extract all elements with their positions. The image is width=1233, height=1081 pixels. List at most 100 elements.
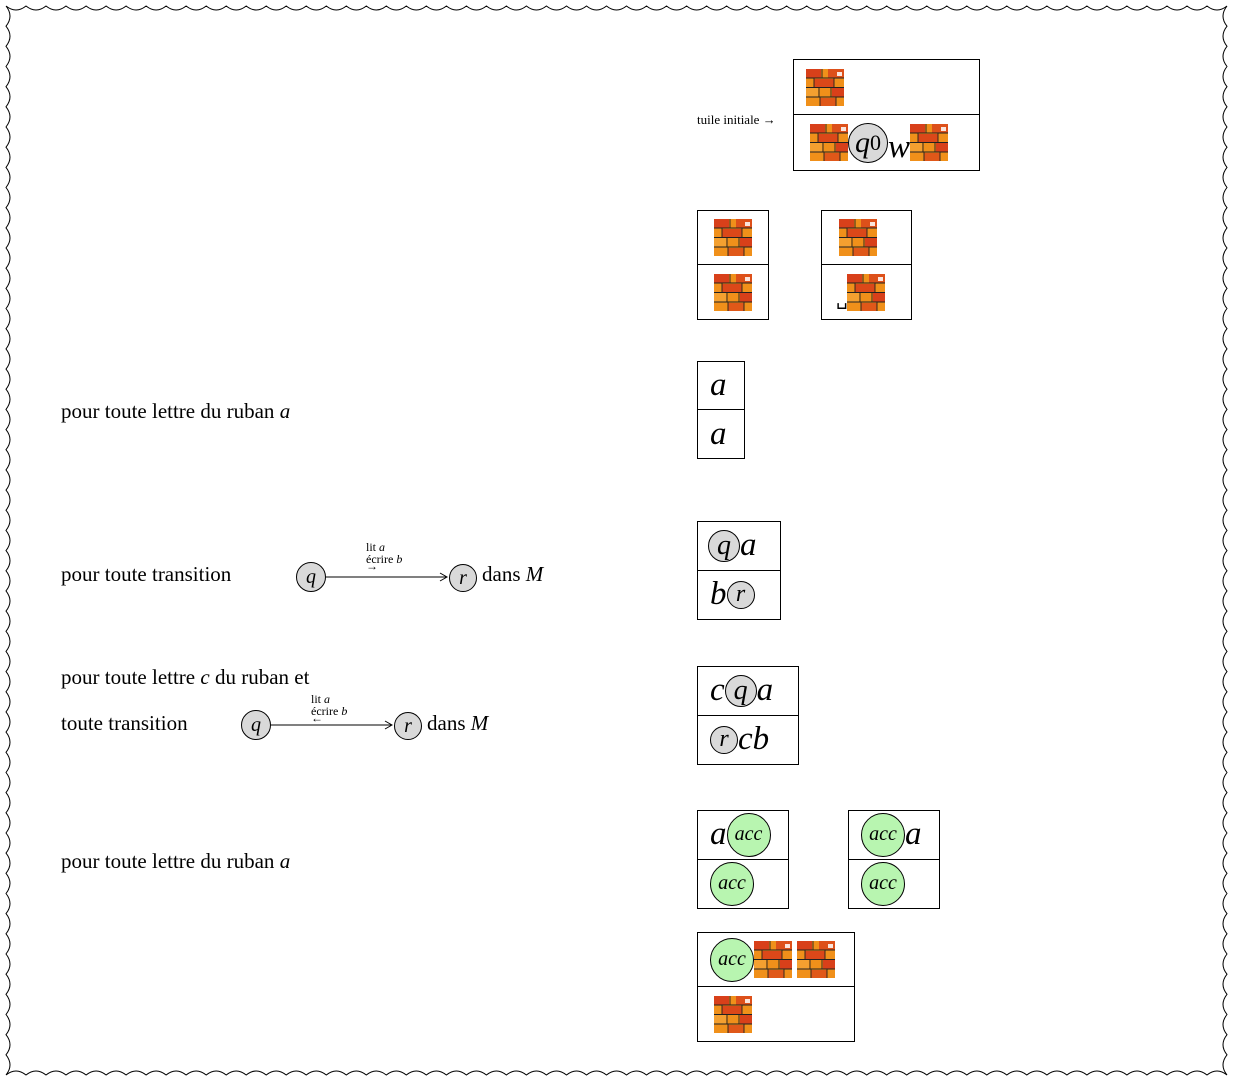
read-label: lit	[311, 692, 322, 706]
tile-bottom: acc	[849, 860, 939, 909]
tile-letter-a: a	[905, 816, 922, 853]
accept-state: acc	[726, 812, 771, 857]
transition2-var: c	[200, 665, 210, 689]
input-word: w	[888, 129, 911, 165]
transition-arrow	[326, 572, 448, 582]
arrow-label-left: lit a écrire b ←	[311, 693, 347, 724]
state-r: r	[726, 580, 755, 609]
brick-icon	[754, 941, 792, 978]
accept-state: acc	[861, 812, 905, 857]
machine-name: M	[470, 711, 489, 735]
transition-diagram-left: q lit a écrire b ← r	[241, 688, 436, 748]
tile-top	[822, 211, 911, 265]
state-letter: q	[717, 529, 731, 561]
accept-label: acc	[869, 823, 897, 846]
tile-bottom: b r	[698, 571, 780, 620]
accept-right-tile: acc a acc	[848, 810, 940, 909]
accept-rule-phrase: pour toute lettre du ruban	[61, 849, 275, 873]
transition2-rule-line2: toute transition	[61, 711, 188, 735]
state-r: r	[449, 564, 477, 592]
arrow-label-right: lit a écrire b →	[366, 541, 402, 572]
blank-symbol: ␣	[836, 288, 848, 310]
tile-letter-c: c	[710, 672, 725, 709]
accept-label: acc	[734, 823, 763, 846]
in-word: dans	[427, 711, 466, 735]
tile-letter-a: a	[756, 672, 774, 709]
transition2-phrase: pour toute lettre	[61, 665, 196, 689]
brick-icon	[839, 219, 877, 256]
accept-state: acc	[710, 861, 754, 906]
machine-name: M	[525, 562, 544, 586]
read-var: a	[324, 692, 331, 706]
accept-label: acc	[718, 872, 746, 895]
brick-icon	[714, 995, 752, 1033]
state-q: q	[241, 710, 271, 740]
tile-letter-b: b	[710, 576, 727, 613]
direction-left: ←	[311, 711, 323, 725]
brick-icon	[847, 273, 886, 311]
tile-letter-a: a	[740, 527, 757, 564]
state-letter: r	[719, 726, 729, 753]
accept-rule-text: pour toute lettre du ruban a	[61, 851, 290, 872]
transition-arrow	[271, 720, 393, 730]
brick-blank-tile: ␣	[821, 210, 912, 320]
state-r: r	[394, 712, 422, 740]
state-letter: q	[306, 565, 316, 588]
state-q: q	[296, 562, 326, 592]
state-letter: q	[733, 674, 748, 706]
brick-icon	[797, 941, 835, 978]
tile-bottom	[698, 987, 854, 1041]
accept-state: acc	[861, 861, 905, 906]
state-letter: r	[404, 714, 412, 737]
initial-tile-label: tuile initiale →	[697, 112, 776, 127]
tile-bottom	[698, 265, 768, 319]
tile-letter-a: a	[710, 816, 727, 853]
tile-top: a	[698, 362, 744, 410]
transition-diagram-right: q lit a écrire b → r	[296, 538, 491, 598]
brick-icon	[714, 273, 752, 311]
tile-top: q a	[698, 522, 780, 571]
state-q0-letter: q	[855, 125, 870, 159]
letter-rule-text: pour toute lettre du ruban a	[61, 401, 290, 422]
write-var: b	[341, 704, 348, 718]
initial-tile-top	[794, 60, 979, 115]
tile-letter-c: c	[738, 721, 753, 758]
in-machine-text-2: dans M	[427, 713, 488, 734]
state-q: q	[708, 529, 740, 562]
state-letter: r	[459, 566, 467, 589]
transition-rule-text: pour toute transition	[61, 562, 232, 586]
read-label: lit	[366, 540, 377, 554]
final-tile: acc	[697, 932, 855, 1042]
read-var: a	[379, 540, 386, 554]
state-r: r	[710, 725, 738, 754]
accept-label: acc	[869, 872, 897, 895]
tile-top: c q a	[698, 667, 798, 716]
letter-rule-phrase: pour toute lettre du ruban	[61, 399, 275, 423]
tile-top: a acc	[698, 811, 788, 860]
accept-state: acc	[710, 937, 754, 982]
in-machine-text: dans M	[482, 564, 543, 585]
write-label: écrire	[311, 704, 339, 718]
brick-icon	[910, 124, 949, 161]
tile-letter-a: a	[710, 415, 727, 452]
letter-copy-tile: a a	[697, 361, 745, 459]
tile-bottom: acc	[698, 860, 788, 909]
letter-var: a	[279, 849, 291, 873]
transition2-phrase-end: du ruban et	[214, 665, 310, 689]
tile-top	[698, 211, 768, 265]
state-q0-subscript: 0	[870, 129, 881, 155]
tile-top: acc	[698, 933, 854, 987]
tile-bottom: a	[698, 410, 744, 458]
tile-top: acc a	[849, 811, 939, 860]
brick-icon	[806, 68, 844, 106]
accept-left-tile: a acc acc	[697, 810, 789, 909]
accept-label: acc	[718, 948, 746, 970]
write-label: écrire	[366, 552, 394, 566]
write-var: b	[396, 552, 403, 566]
direction-right: →	[366, 559, 378, 573]
